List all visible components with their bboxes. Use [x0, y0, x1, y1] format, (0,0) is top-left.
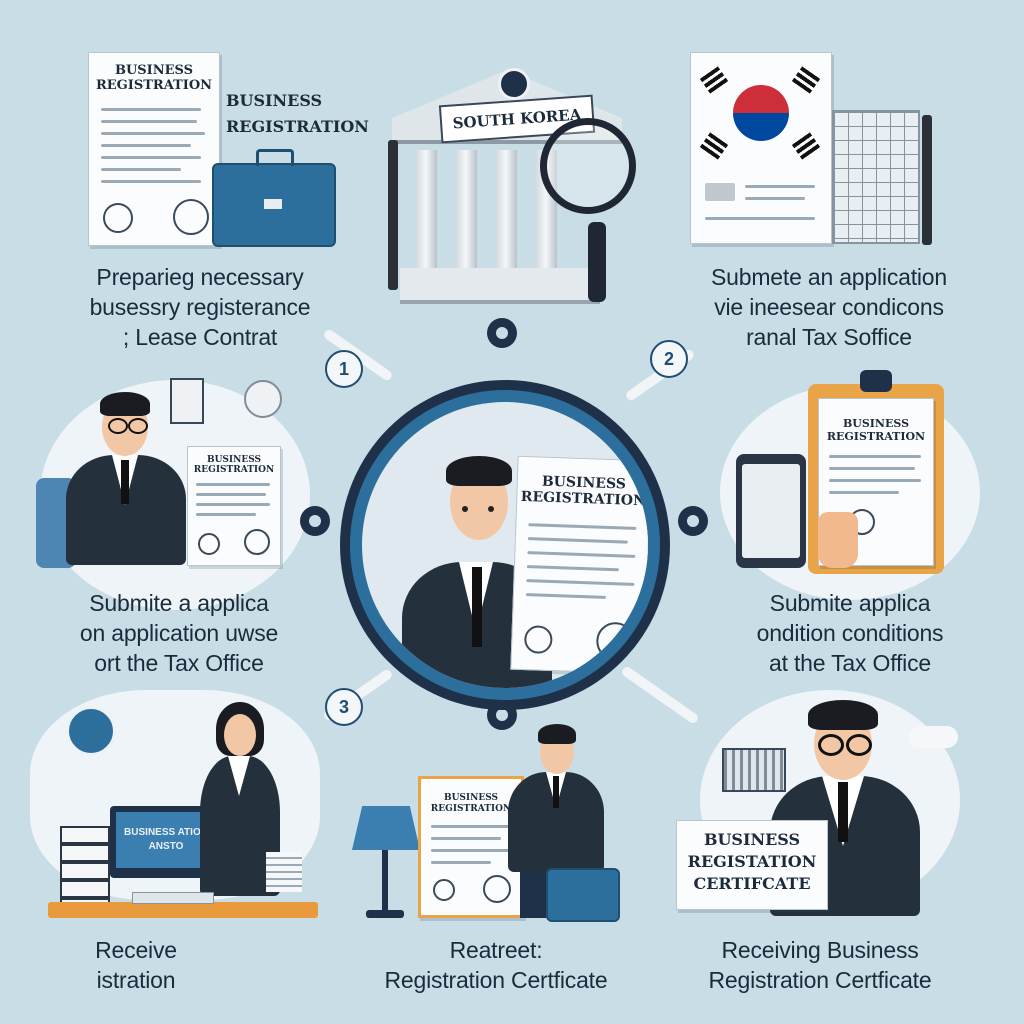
seal-icon — [523, 625, 553, 655]
lamp-stand — [382, 850, 388, 914]
pointing-hand-icon — [818, 512, 858, 568]
monitor-text: ANSTO — [148, 841, 184, 852]
connector-dot — [300, 506, 330, 536]
wall-frame — [170, 378, 204, 424]
step-caption: Submite applica ondition conditions at t… — [756, 590, 944, 676]
file-cabinet — [60, 826, 110, 912]
magnifier-handle — [588, 222, 606, 302]
registration-document: BUSINESS REGISTRATION — [510, 455, 648, 675]
glasses-icon — [818, 734, 844, 756]
certificate-title: BUSINESS REGISTATION CERTIFCATE — [687, 830, 817, 893]
building-emblem — [498, 68, 530, 100]
document-title: BUSINESS REGISTRATION — [95, 63, 213, 93]
column — [415, 150, 437, 270]
step-caption: Receiving Business Registration Certfica… — [708, 937, 932, 993]
step-badge-2: 2 — [650, 340, 688, 378]
registration-document: BUSINESS REGISTRATION — [88, 52, 220, 246]
step-badge-3: 3 — [325, 688, 363, 726]
center-scene: BUSINESS REGISTRATION — [362, 402, 648, 688]
step-caption: Receive istration — [95, 937, 177, 993]
monitor-text: BUSINESS ATION — [124, 827, 208, 838]
side-label: BUSINESS REGISTRATION — [226, 91, 369, 136]
briefcase-icon — [546, 868, 620, 922]
seal-icon — [103, 203, 133, 233]
registration-document: BUSINESS REGISTRATION — [418, 776, 524, 918]
seal-icon — [595, 621, 636, 661]
wall-chart — [722, 748, 786, 792]
column — [495, 150, 517, 270]
desk — [48, 902, 318, 918]
step-caption: Preparieg necessary busessry registeranc… — [89, 264, 311, 350]
wall-clock-icon — [244, 380, 282, 418]
cloud-icon — [908, 726, 958, 748]
step-caption: Reatreet: Registration Certficate — [384, 937, 608, 993]
connector-dot — [678, 506, 708, 536]
document-title: BUSINESS REGISTRATION — [520, 473, 647, 510]
form-grid — [832, 110, 920, 244]
lamp-shade — [352, 806, 420, 850]
connector-dot — [487, 318, 517, 348]
connector-arrow — [620, 665, 700, 725]
step-badge-1: 1 — [325, 350, 363, 388]
pen-icon — [922, 115, 932, 245]
paper-stack — [266, 852, 302, 892]
keyboard-icon — [132, 892, 214, 904]
profile-icon — [66, 706, 116, 756]
building-steps — [400, 268, 600, 304]
center-ring: BUSINESS REGISTRATION — [340, 380, 670, 710]
clipboard-clip — [860, 370, 892, 392]
briefcase-icon — [212, 149, 336, 247]
registration-document: BUSINESS REGISTRATION — [187, 446, 281, 566]
pen-icon — [388, 140, 398, 290]
seal-icon — [173, 199, 209, 235]
korean-flag-icon — [733, 85, 789, 141]
tablet-icon[interactable] — [736, 454, 806, 568]
magnifier-icon — [540, 118, 636, 214]
step-caption: Submete an application vie ineesear cond… — [711, 264, 947, 350]
column — [455, 150, 477, 270]
step-caption: Submite a applica on application uwse or… — [79, 590, 279, 676]
registration-certificate: BUSINESS REGISTATION CERTIFCATE — [676, 820, 828, 910]
application-form — [690, 52, 832, 244]
